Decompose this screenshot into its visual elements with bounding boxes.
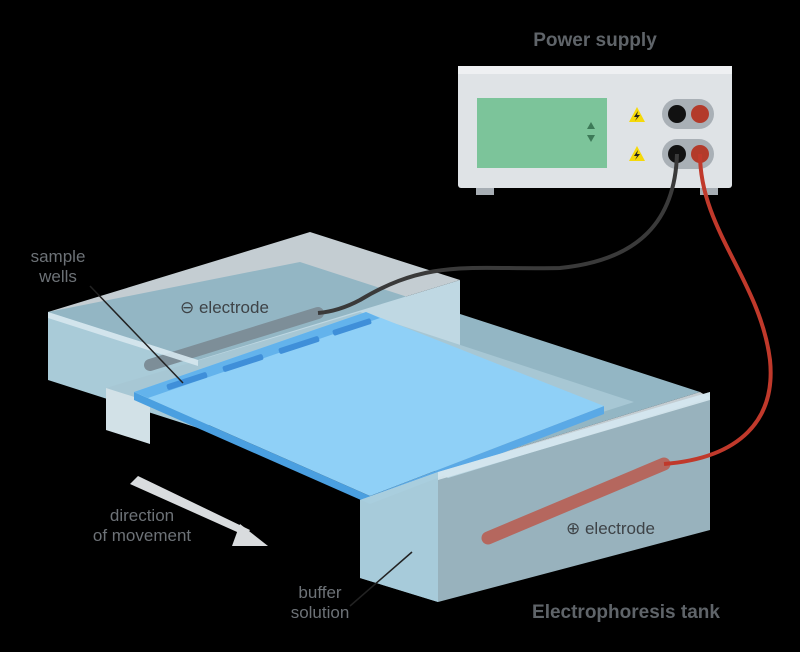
positive-terminal[interactable] <box>691 105 709 123</box>
sample-wells-label: wells <box>38 267 77 286</box>
negative-lead <box>317 153 679 315</box>
tank-label: Electrophoresis tank <box>532 602 720 623</box>
direction-arrow <box>130 476 250 536</box>
negative-terminal[interactable] <box>668 105 686 123</box>
buffer-solution-label: solution <box>291 603 350 622</box>
positive-electrode <box>481 457 671 545</box>
up-down-arrow-icon[interactable] <box>587 122 595 142</box>
negative-electrode-label: ⊖ electrode <box>180 298 269 317</box>
direction-arrow-head <box>232 524 268 546</box>
leader-line <box>89 285 184 384</box>
direction-label: direction <box>110 506 174 525</box>
sample-well <box>332 318 372 336</box>
high-voltage-warning-icon <box>629 146 645 161</box>
leader-line <box>349 551 413 607</box>
positive-lead <box>663 153 773 466</box>
power-supply <box>458 66 732 195</box>
sample-wells-label: sample <box>31 247 86 266</box>
direction-label: of movement <box>93 526 192 545</box>
sample-well <box>222 354 264 372</box>
power-supply-label: Power supply <box>533 30 657 51</box>
sample-well <box>166 372 208 390</box>
positive-electrode-label: ⊕ electrode <box>566 519 655 538</box>
sample-well <box>278 336 320 354</box>
buffer-solution-label: buffer <box>298 583 342 602</box>
buffer-solution <box>48 312 710 602</box>
power-supply-display <box>477 98 607 168</box>
sample-wells <box>166 318 372 390</box>
high-voltage-warning-icon <box>629 107 645 122</box>
